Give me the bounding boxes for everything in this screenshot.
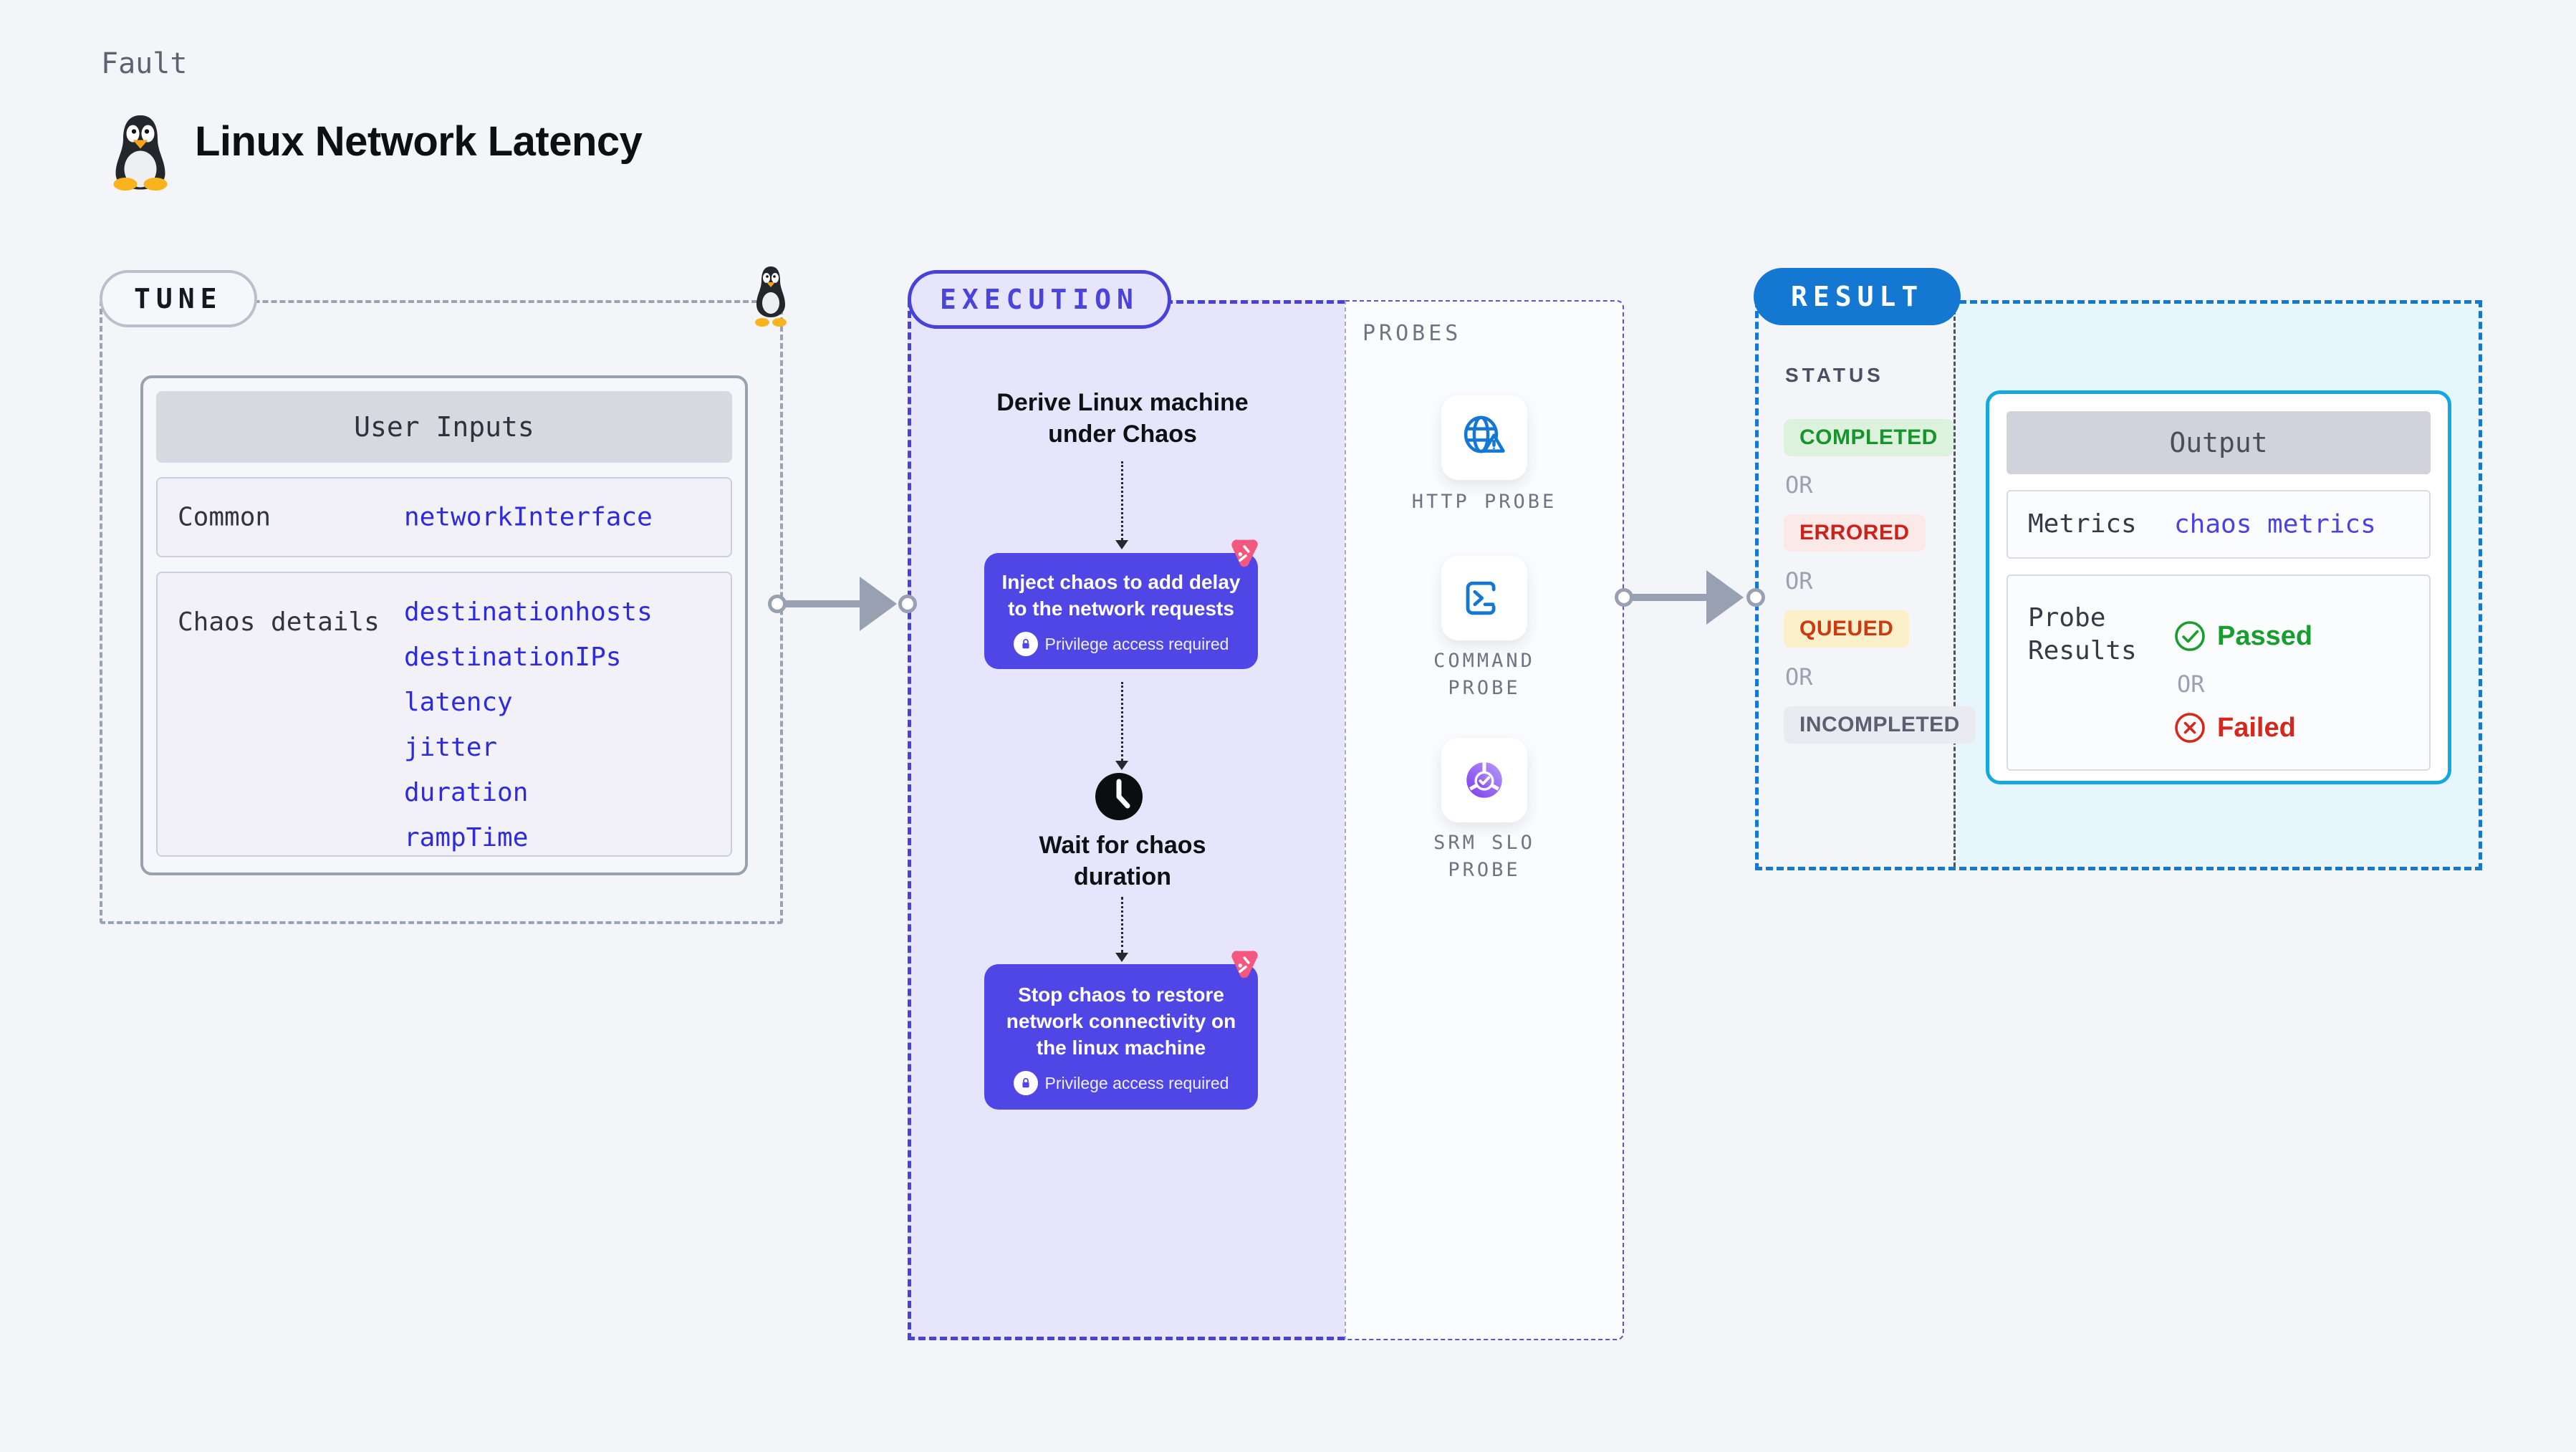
http-probe-label: HTTP PROBE bbox=[1411, 491, 1557, 513]
flow-arrow-shaft bbox=[1629, 594, 1709, 601]
arrow-down-icon bbox=[1115, 953, 1128, 962]
x-circle-icon bbox=[2175, 713, 2205, 743]
linux-penguin-icon bbox=[755, 266, 787, 327]
srm-slo-probe-label: SRM SLO PROBE bbox=[1433, 832, 1535, 881]
chaos-param: rampTime bbox=[404, 822, 529, 852]
status-badge-errored: ERRORED bbox=[1784, 514, 1926, 552]
tune-badge: TUNE bbox=[100, 270, 257, 327]
passed-line: Passed bbox=[2173, 619, 2312, 653]
fault-eyebrow-label: Fault bbox=[101, 47, 188, 80]
stop-chaos-node: Stop chaos to restore network connectivi… bbox=[984, 964, 1258, 1110]
lock-icon bbox=[1013, 1071, 1038, 1095]
result-section-box bbox=[1755, 300, 2482, 870]
result-divider bbox=[1953, 304, 1956, 867]
arrow-down-icon bbox=[1115, 761, 1128, 770]
flow-arrow-head-icon bbox=[1706, 570, 1744, 625]
inject-chaos-label: Inject chaos to add delay to the network… bbox=[1001, 571, 1241, 620]
lock-icon bbox=[1013, 632, 1038, 656]
chaos-param-list: destinationhosts destinationIPs latency … bbox=[404, 597, 653, 868]
metrics-label: Metrics bbox=[2028, 509, 2137, 539]
common-row-label: Common bbox=[178, 502, 271, 532]
command-probe-label: COMMAND PROBE bbox=[1433, 650, 1535, 699]
or-separator: OR bbox=[2177, 670, 2205, 698]
check-circle-icon bbox=[2175, 621, 2205, 651]
arrow-down-icon bbox=[1115, 540, 1128, 549]
chaos-icon bbox=[1231, 951, 1258, 979]
linux-penguin-icon bbox=[113, 115, 168, 191]
output-title: Output bbox=[2007, 411, 2431, 474]
stop-chaos-label: Stop chaos to restore network connectivi… bbox=[1006, 984, 1236, 1059]
status-badge-incompleted: INCOMPLETED bbox=[1784, 706, 1976, 744]
or-separator: OR bbox=[1785, 663, 1813, 691]
common-inputs-row: Common networkInterface bbox=[156, 477, 732, 557]
probes-heading: PROBES bbox=[1363, 321, 1462, 346]
inject-chaos-node: Inject chaos to add delay to the network… bbox=[984, 553, 1258, 669]
execution-section-box bbox=[908, 300, 1345, 1340]
wait-step-label: Wait for chaos duration bbox=[1039, 832, 1206, 890]
privilege-label: Privilege access required bbox=[1044, 1073, 1229, 1092]
flow-dotted-connector bbox=[1121, 682, 1123, 761]
failed-label: Failed bbox=[2217, 712, 2296, 743]
output-panel: Output Metrics chaos metrics Probe Resul… bbox=[1986, 390, 2451, 784]
derive-step-label: Derive Linux machine under Chaos bbox=[996, 389, 1249, 448]
srm-slo-probe-icon bbox=[1466, 762, 1502, 798]
chaos-param: duration bbox=[404, 777, 529, 807]
failed-line: Failed bbox=[2173, 711, 2296, 745]
result-badge: RESULT bbox=[1754, 268, 1961, 325]
status-badge-completed: COMPLETED bbox=[1784, 419, 1953, 456]
privilege-label: Privilege access required bbox=[1044, 634, 1229, 653]
flow-dotted-connector bbox=[1121, 461, 1123, 540]
execution-badge: EXECUTION bbox=[908, 270, 1171, 329]
chaos-row-label: Chaos details bbox=[178, 607, 380, 637]
probe-results-label: Probe Results bbox=[2028, 603, 2137, 665]
or-separator: OR bbox=[1785, 471, 1813, 499]
flow-dotted-connector bbox=[1121, 897, 1123, 953]
or-separator: OR bbox=[1785, 567, 1813, 595]
status-heading: STATUS bbox=[1785, 364, 1884, 386]
connector-dot bbox=[1746, 588, 1765, 607]
common-row-value: networkInterface bbox=[404, 502, 653, 532]
page-title: Linux Network Latency bbox=[195, 118, 643, 165]
metrics-value: chaos metrics bbox=[2174, 509, 2376, 539]
metrics-row: Metrics chaos metrics bbox=[2007, 490, 2431, 559]
http-probe-card bbox=[1441, 395, 1527, 480]
probe-results-row: Probe Results Passed OR Failed bbox=[2007, 574, 2431, 771]
connector-dot bbox=[1615, 588, 1633, 607]
flow-arrow-head-icon bbox=[860, 577, 897, 631]
command-probe-icon bbox=[1466, 581, 1496, 615]
connector-dot bbox=[768, 595, 787, 613]
command-probe-card bbox=[1441, 556, 1527, 640]
connector-dot bbox=[898, 595, 917, 613]
chaos-param: destinationhosts bbox=[404, 597, 653, 627]
chaos-details-row: Chaos details destinationhosts destinati… bbox=[156, 572, 732, 857]
chaos-param: jitter bbox=[404, 732, 498, 762]
privilege-row: Privilege access required bbox=[996, 632, 1246, 656]
flow-arrow-shaft bbox=[782, 600, 862, 607]
chaos-param: latency bbox=[404, 687, 513, 717]
http-probe-icon bbox=[1464, 415, 1505, 453]
privilege-row: Privilege access required bbox=[996, 1071, 1246, 1095]
srm-slo-probe-card bbox=[1441, 738, 1527, 822]
passed-label: Passed bbox=[2217, 620, 2313, 651]
clock-icon bbox=[1095, 773, 1143, 820]
status-badge-queued: QUEUED bbox=[1784, 610, 1910, 648]
user-inputs-title: User Inputs bbox=[156, 391, 732, 463]
chaos-param: destinationIPs bbox=[404, 642, 622, 672]
chaos-icon bbox=[1231, 539, 1258, 567]
